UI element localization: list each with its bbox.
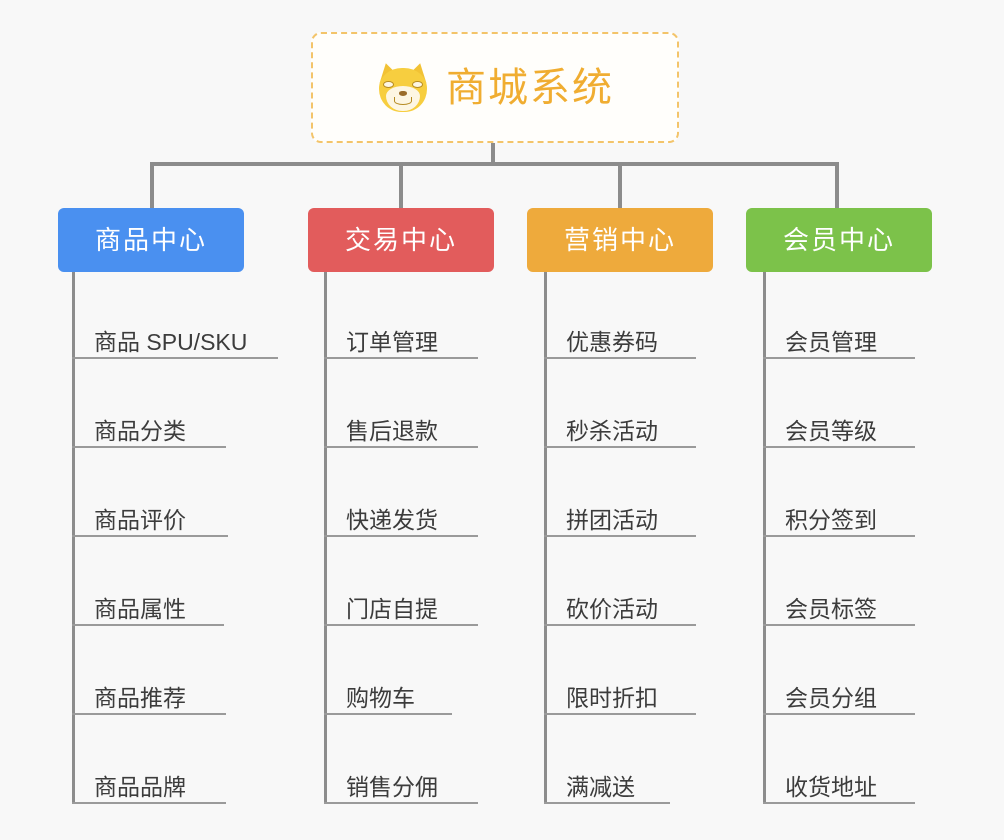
category-box-2[interactable]: 交易中心: [308, 208, 494, 272]
leaf-item[interactable]: 门店自提: [324, 595, 478, 626]
connector-drop-2: [399, 162, 403, 208]
leaf-item[interactable]: 收货地址: [763, 773, 915, 804]
column-stem-2: [324, 272, 327, 804]
leaf-item-label: 商品属性: [94, 596, 186, 622]
leaf-item[interactable]: 快递发货: [324, 506, 478, 537]
leaf-item[interactable]: 优惠券码: [544, 328, 696, 359]
leaf-item[interactable]: 商品评价: [72, 506, 228, 537]
leaf-item-label: 拼团活动: [566, 507, 658, 533]
leaf-item[interactable]: 限时折扣: [544, 684, 696, 715]
column-stem-1: [72, 272, 75, 804]
leaf-item-label: 商品 SPU/SKU: [94, 329, 248, 355]
leaf-item[interactable]: 会员分组: [763, 684, 915, 715]
column-stem-4: [763, 272, 766, 804]
leaf-item-label: 购物车: [346, 685, 415, 711]
connector-drop-3: [618, 162, 622, 208]
root-title: 商城系统: [446, 65, 614, 110]
leaf-item-label: 商品评价: [94, 507, 186, 533]
category-label: 营销中心: [563, 225, 676, 255]
leaf-item[interactable]: 商品属性: [72, 595, 224, 626]
leaf-item-label: 订单管理: [346, 329, 438, 355]
leaf-item-label: 商品分类: [94, 418, 186, 444]
category-label: 商品中心: [94, 225, 207, 255]
leaf-item[interactable]: 砍价活动: [544, 595, 696, 626]
connector-drop-1: [150, 162, 154, 208]
root-stem: [491, 143, 495, 166]
leaf-item-label: 砍价活动: [566, 596, 658, 622]
root-node[interactable]: 商城系统: [311, 32, 679, 143]
leaf-item-label: 会员管理: [785, 329, 877, 355]
leaf-item[interactable]: 售后退款: [324, 417, 478, 448]
leaf-item-label: 售后退款: [346, 418, 438, 444]
leaf-item-label: 快递发货: [346, 507, 438, 533]
leaf-item-label: 收货地址: [785, 774, 877, 800]
leaf-item-label: 会员分组: [785, 685, 877, 711]
leaf-item[interactable]: 满减送: [544, 773, 670, 804]
category-label: 会员中心: [782, 225, 895, 255]
leaf-item[interactable]: 购物车: [324, 684, 452, 715]
leaf-item[interactable]: 拼团活动: [544, 506, 696, 537]
leaf-item[interactable]: 会员等级: [763, 417, 915, 448]
leaf-item[interactable]: 商品推荐: [72, 684, 226, 715]
leaf-item[interactable]: 会员标签: [763, 595, 915, 626]
category-box-4[interactable]: 会员中心: [746, 208, 932, 272]
leaf-item-label: 优惠券码: [566, 329, 658, 355]
leaf-item-label: 秒杀活动: [566, 418, 658, 444]
category-box-3[interactable]: 营销中心: [527, 208, 713, 272]
leaf-item-label: 会员标签: [785, 596, 877, 622]
leaf-item[interactable]: 积分签到: [763, 506, 915, 537]
leaf-item[interactable]: 商品品牌: [72, 773, 226, 804]
connector-drop-4: [835, 162, 839, 208]
leaf-item[interactable]: 订单管理: [324, 328, 478, 359]
leaf-item[interactable]: 商品分类: [72, 417, 226, 448]
leaf-item-label: 限时折扣: [566, 685, 658, 711]
shiba-inu-icon: [375, 60, 431, 114]
leaf-item-label: 会员等级: [785, 418, 877, 444]
leaf-item-label: 满减送: [566, 774, 635, 800]
leaf-item[interactable]: 商品 SPU/SKU: [72, 328, 278, 359]
category-label: 交易中心: [344, 225, 457, 255]
leaf-item[interactable]: 会员管理: [763, 328, 915, 359]
connector-bus: [150, 162, 839, 166]
category-box-1[interactable]: 商品中心: [58, 208, 244, 272]
leaf-item-label: 门店自提: [346, 596, 438, 622]
leaf-item-label: 商品推荐: [94, 685, 186, 711]
column-stem-3: [544, 272, 547, 804]
leaf-item[interactable]: 秒杀活动: [544, 417, 696, 448]
leaf-item-label: 商品品牌: [94, 774, 186, 800]
leaf-item-label: 销售分佣: [346, 774, 438, 800]
leaf-item[interactable]: 销售分佣: [324, 773, 478, 804]
leaf-item-label: 积分签到: [785, 507, 877, 533]
